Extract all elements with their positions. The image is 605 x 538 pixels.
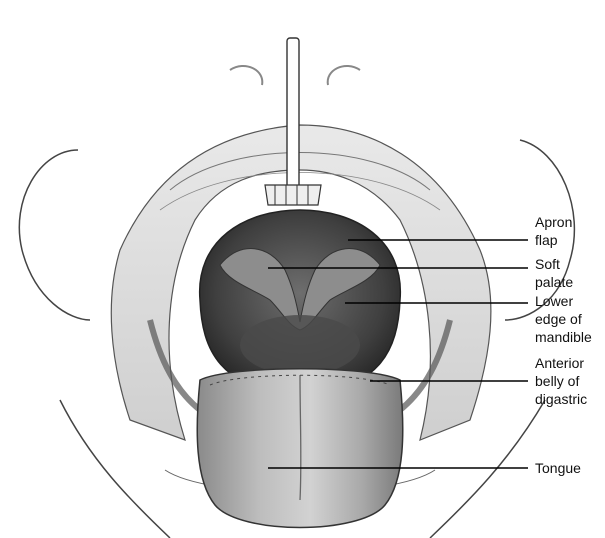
- label-lower-edge-mandible: Lower edge of mandible: [535, 293, 592, 345]
- tongue-shape: [196, 368, 404, 529]
- label-apron-flap: Apron flap: [535, 214, 576, 248]
- label-tongue: Tongue: [535, 460, 581, 476]
- label-anterior-belly-digastric: Anterior belly of digastric: [535, 355, 588, 407]
- soft-palate-shape: [219, 248, 381, 331]
- face-outline: [18, 139, 576, 538]
- retractor-instrument: [229, 37, 361, 206]
- labels: Apron flap Soft palate Lower edge of man…: [535, 214, 592, 476]
- leader-lines: [268, 239, 528, 469]
- label-soft-palate: Soft palate: [535, 256, 573, 290]
